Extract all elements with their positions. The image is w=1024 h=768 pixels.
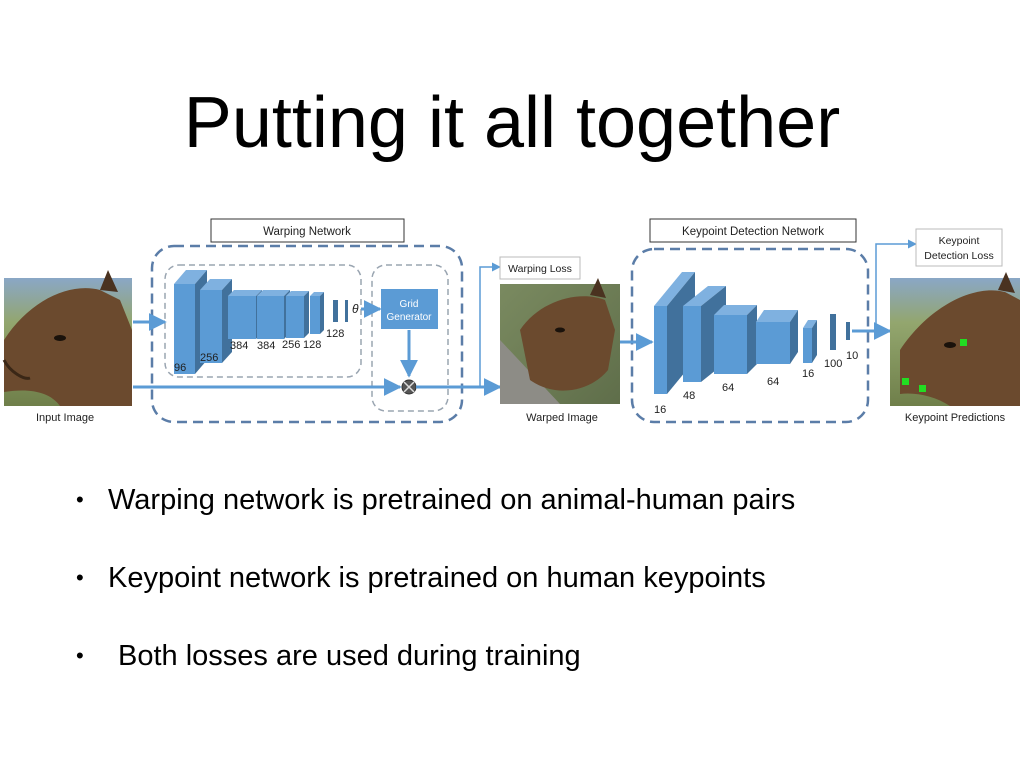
warped-image-label: Warped Image xyxy=(526,412,598,424)
bullet-dot: • xyxy=(76,636,84,676)
warp-size-256: 256 xyxy=(200,352,218,364)
keypoint-loss-label-1: Keypoint xyxy=(939,235,980,247)
bullet-text: Warping network is pretrained on animal-… xyxy=(108,480,795,520)
kp-size-16b: 16 xyxy=(802,368,814,380)
kp-layer-3 xyxy=(714,305,757,374)
bullet-text: Keypoint network is pretrained on human … xyxy=(108,558,766,598)
theta-label: θ xyxy=(352,302,359,316)
keypoint-marker xyxy=(902,378,909,385)
grid-generator-label-2: Generator xyxy=(386,312,432,323)
grid-generator-label-1: Grid xyxy=(400,299,419,310)
warp-layer-4 xyxy=(257,290,290,339)
warp-size-384b: 384 xyxy=(257,340,275,352)
warp-size-96: 96 xyxy=(174,362,186,374)
keypoint-marker xyxy=(919,385,926,392)
warp-layer-5 xyxy=(286,291,309,338)
pipeline-diagram: Input Image Warping Network 96 256 384 3… xyxy=(0,200,1024,435)
input-image xyxy=(4,270,132,406)
keypoint-loss-label-2: Detection Loss xyxy=(924,250,993,262)
kp-size-10: 10 xyxy=(846,350,858,362)
warp-layer-3 xyxy=(228,290,262,339)
keypoint-network-label: Keypoint Detection Network xyxy=(682,226,824,238)
warped-image xyxy=(500,278,620,404)
warp-layer-2 xyxy=(200,279,232,363)
bullet-text: Both losses are used during training xyxy=(118,636,581,676)
warp-size-128a: 128 xyxy=(303,339,321,351)
kp-layer-5 xyxy=(803,320,817,363)
bullet-dot: • xyxy=(76,480,84,520)
kp-layer-7 xyxy=(846,322,850,340)
warp-layer-6 xyxy=(310,292,324,334)
sampler-multiply-icon xyxy=(402,380,416,394)
keypoint-prediction-image xyxy=(890,272,1020,406)
kp-size-64b: 64 xyxy=(767,376,779,388)
kp-size-100: 100 xyxy=(824,358,842,370)
keypoint-cnn-layers xyxy=(654,272,850,394)
warp-layer-7 xyxy=(333,300,338,322)
bullet-dot: • xyxy=(76,558,84,598)
kp-size-48: 48 xyxy=(683,390,695,402)
warping-loss-label: Warping Loss xyxy=(508,263,572,275)
kp-size-16a: 16 xyxy=(654,404,666,416)
warp-size-128b: 128 xyxy=(326,328,344,340)
kp-layer-6 xyxy=(830,314,836,350)
warp-layer-8 xyxy=(345,300,348,322)
kp-layer-4 xyxy=(756,310,798,364)
kp-size-64a: 64 xyxy=(722,382,734,394)
warp-size-384a: 384 xyxy=(230,340,248,352)
warping-network-label: Warping Network xyxy=(263,226,351,238)
warping-loss-arrow xyxy=(480,267,500,387)
slide-title: Putting it all together xyxy=(0,78,1024,168)
keypoint-predictions-label: Keypoint Predictions xyxy=(905,412,1006,424)
keypoint-marker xyxy=(960,339,967,346)
input-image-label: Input Image xyxy=(36,412,94,424)
warp-size-256b: 256 xyxy=(282,339,300,351)
